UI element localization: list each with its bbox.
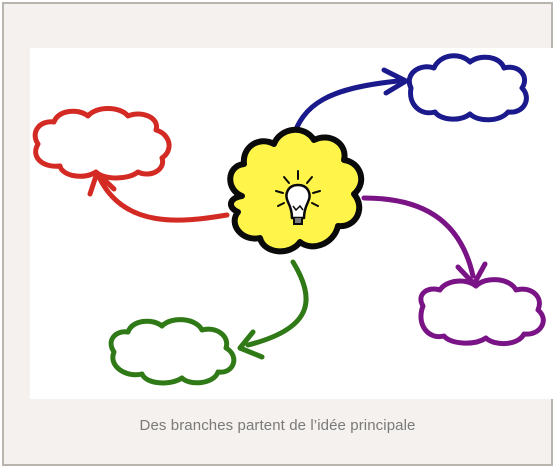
branch-bottom-left-arrowhead: [237, 329, 265, 360]
branch-bottom-right-arrow: [361, 195, 476, 279]
mind-map-svg: [32, 53, 546, 386]
image-frame: Des branches partent de l’idée principal…: [2, 2, 557, 466]
branch-top-left-arrow: [97, 176, 230, 223]
central-idea: [227, 127, 365, 255]
cloud-bottom-left: [108, 317, 237, 386]
figure-caption: Des branches partent de l’idée principal…: [139, 417, 416, 434]
branch-top-right: [289, 53, 529, 144]
lightbulb-icon: [275, 170, 321, 225]
branch-bottom-left: [108, 259, 309, 386]
branch-top-left: [32, 106, 230, 223]
branch-bottom-left-arrow: [245, 259, 309, 348]
mind-map-illustration: [30, 48, 557, 399]
cloud-top-right: [406, 53, 529, 123]
cloud-bottom-right: [418, 277, 546, 346]
cloud-top-left: [32, 106, 172, 181]
branch-top-right-arrowhead: [381, 67, 409, 96]
branch-bottom-right: [361, 195, 546, 346]
